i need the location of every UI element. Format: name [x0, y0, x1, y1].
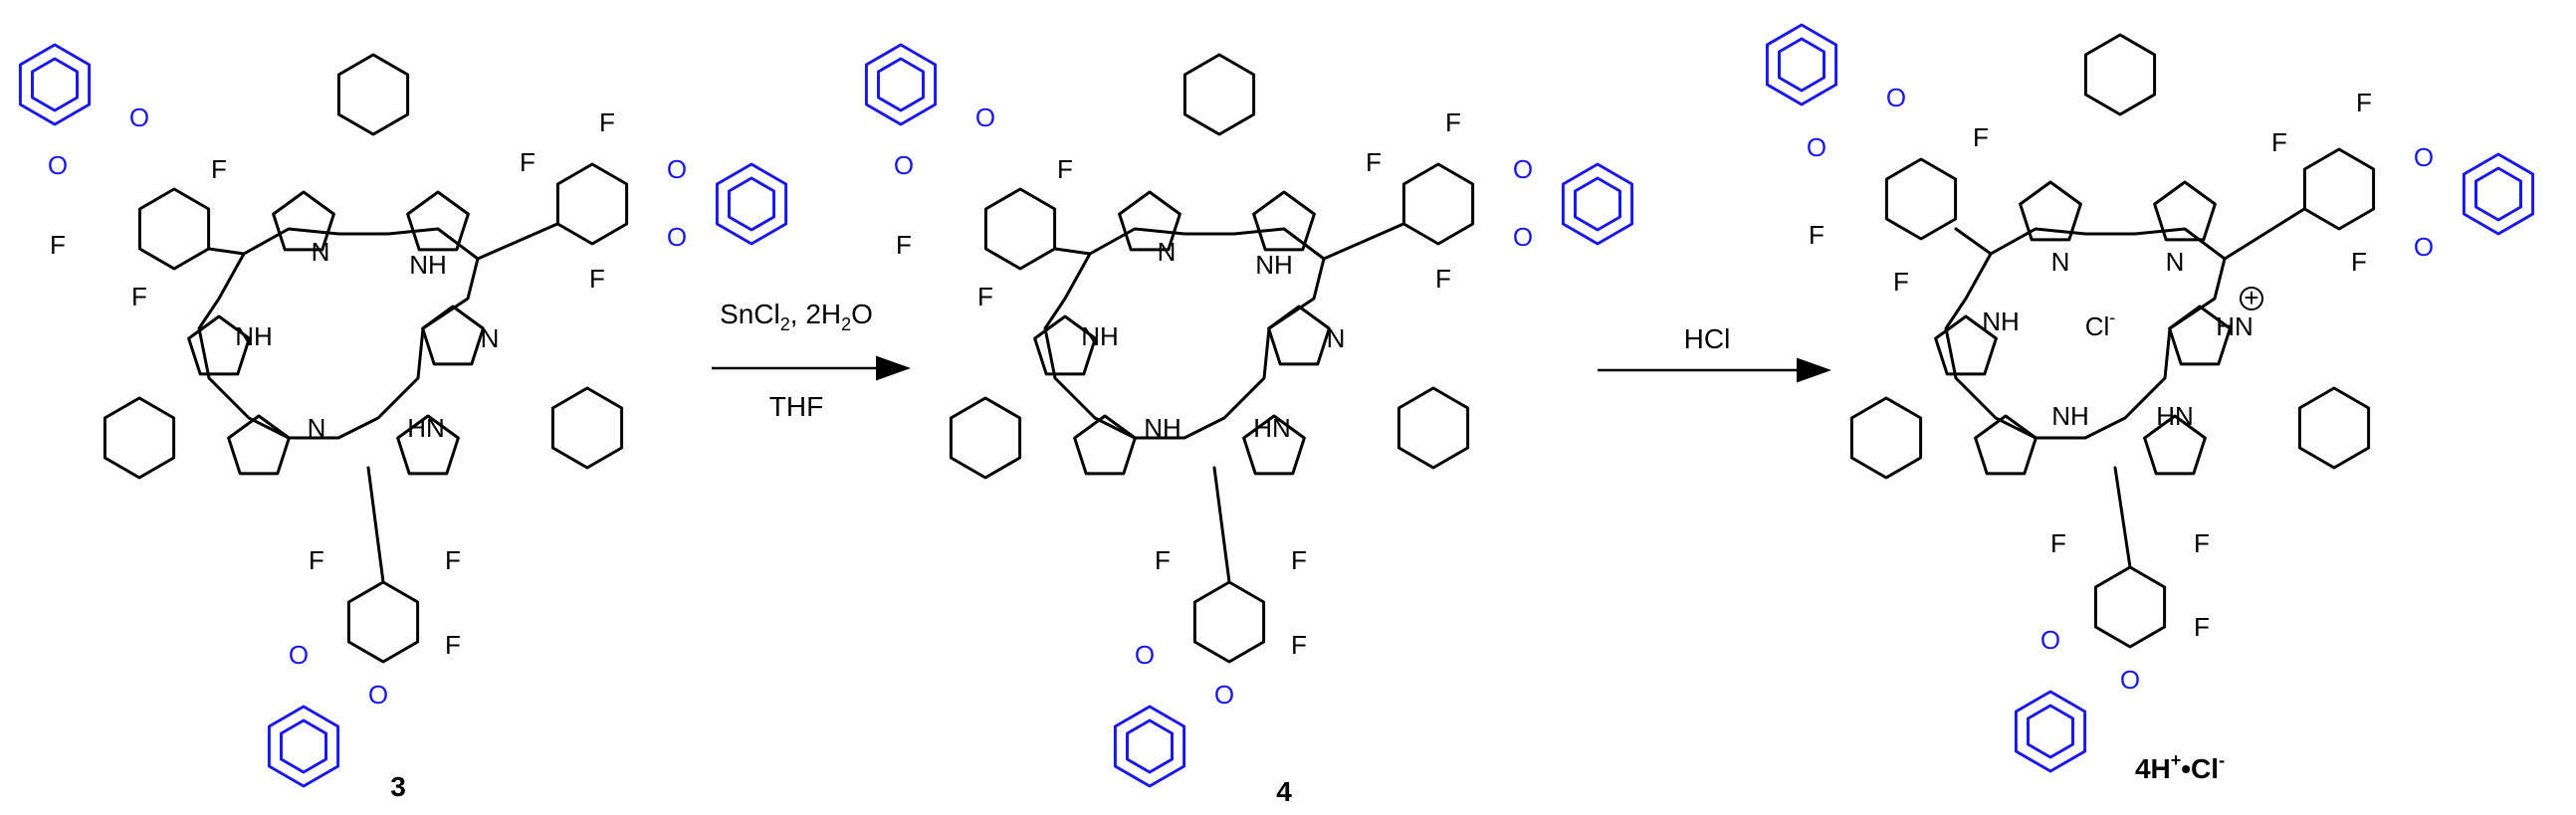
- oxygen-label: O: [129, 102, 149, 132]
- fluorine-label: F: [211, 154, 227, 184]
- fluorine-label: F: [1445, 107, 1461, 137]
- oxygen-label: O: [1886, 83, 1906, 112]
- fluorine-label: F: [1809, 220, 1825, 250]
- hn-label: HN: [2216, 311, 2254, 341]
- oxygen-label: O: [1513, 222, 1533, 252]
- n-label: N: [308, 413, 326, 443]
- fluorine-label: F: [599, 107, 615, 137]
- fluorine-label: F: [2194, 612, 2210, 642]
- chloride-counter-ion: Cl-: [2085, 307, 2116, 341]
- hn-label: HN: [407, 413, 445, 443]
- oxygen-label: O: [1135, 640, 1155, 670]
- oxygen-label: O: [289, 640, 309, 670]
- n-label: N: [1327, 323, 1346, 353]
- nh-label: NH: [1982, 306, 2020, 336]
- fluorine-label: F: [2194, 528, 2210, 558]
- compound-4-number: 4: [1276, 776, 1292, 807]
- fluorine-label: F: [2050, 528, 2066, 558]
- nh-label: NH: [1144, 413, 1181, 443]
- nh-label: NH: [235, 321, 273, 351]
- n-label: N: [481, 323, 500, 353]
- nh-label: NH: [2051, 401, 2089, 431]
- oxygen-label: O: [1807, 132, 1826, 162]
- fluorine-label: F: [1155, 545, 1171, 575]
- fluorine-label: F: [1893, 267, 1909, 297]
- fluorine-label: F: [1291, 630, 1307, 660]
- oxygen-label: O: [1214, 680, 1234, 710]
- reaction-step-2: HCl: [1598, 323, 1831, 383]
- fluorine-label: F: [2356, 88, 2372, 117]
- fluorine-label: F: [1291, 545, 1307, 575]
- fluorine-label: F: [2271, 127, 2287, 157]
- fluorine-label: F: [1057, 154, 1073, 184]
- oxygen-label: O: [975, 102, 995, 132]
- fluorine-label: F: [1366, 147, 1382, 177]
- solvent-thf: THF: [769, 391, 823, 422]
- fluorine-label: F: [445, 545, 461, 575]
- oxygen-label: O: [667, 222, 687, 252]
- nh-label: NH: [1081, 321, 1119, 351]
- n-label: N: [1158, 237, 1177, 267]
- compound-3-number: 3: [390, 771, 406, 802]
- n-label: N: [2051, 247, 2070, 277]
- fluorine-label: F: [1973, 122, 1989, 152]
- fluorine-label: F: [2351, 247, 2367, 277]
- hn-label: HN: [1253, 413, 1291, 443]
- fluorine-label: F: [50, 230, 66, 260]
- n-label: N: [2166, 247, 2185, 277]
- nh-label: NH: [1255, 250, 1293, 280]
- reagent-sncl2: SnCl2, 2H2O: [720, 299, 873, 334]
- oxygen-label: O: [2414, 142, 2434, 172]
- compound-4-structure: N NH NH N NH HN F F F F F F F F F O O O …: [864, 43, 1634, 807]
- oxygen-label: O: [894, 150, 914, 180]
- compound-3-structure: N NH NH N N HN F F F F F F F F F O O O O…: [18, 43, 788, 802]
- fluorine-label: F: [589, 264, 605, 294]
- reagent-hcl: HCl: [1684, 323, 1731, 354]
- reaction-step-1: SnCl2, 2H2O THF: [712, 299, 911, 422]
- oxygen-label: O: [48, 150, 68, 180]
- fluorine-label: F: [520, 147, 536, 177]
- compound-4h-chloride-label: 4H+•Cl-: [2135, 750, 2225, 784]
- fluorine-label: F: [445, 630, 461, 660]
- oxygen-label: O: [2120, 665, 2140, 695]
- fluorine-label: F: [896, 230, 912, 260]
- hn-label: HN: [2156, 401, 2194, 431]
- compound-4h-chloride-structure: N N NH HN NH HN Cl- + F F F F F F F F F …: [1765, 23, 2535, 784]
- oxygen-label: O: [368, 680, 388, 710]
- fluorine-label: F: [1435, 264, 1451, 294]
- nh-label: NH: [409, 250, 447, 280]
- oxygen-label: O: [667, 154, 687, 184]
- oxygen-label: O: [2040, 625, 2060, 655]
- positive-charge-circle: [2240, 287, 2263, 310]
- oxygen-label: O: [1513, 154, 1533, 184]
- oxygen-label: O: [2414, 232, 2434, 262]
- positive-charge-symbol: +: [2244, 283, 2258, 312]
- fluorine-label: F: [977, 282, 993, 311]
- fluorine-label: F: [131, 282, 147, 311]
- n-label: N: [312, 237, 330, 267]
- fluorine-label: F: [309, 545, 324, 575]
